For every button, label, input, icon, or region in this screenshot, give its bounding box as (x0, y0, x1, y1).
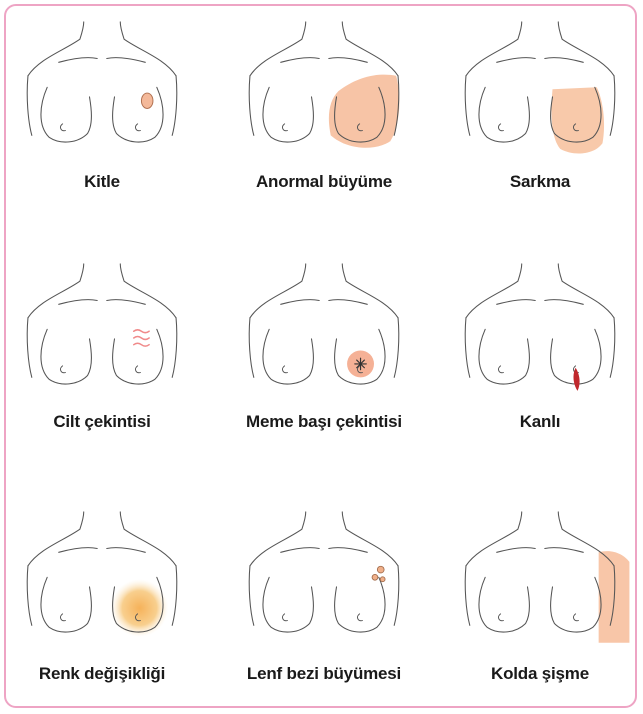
skin-retraction-marks (134, 330, 149, 346)
color-change-torso-illustration (17, 510, 187, 635)
panel-label: Anormal büyüme (224, 172, 424, 192)
panel-label: Kolda şişme (440, 664, 640, 684)
panel-color-change: Renk değişikliği (2, 510, 202, 635)
bloody-discharge-torso-illustration (455, 262, 625, 387)
lymph-node-torso-illustration (239, 510, 409, 635)
lump-mark (141, 93, 153, 108)
lump-torso-illustration (17, 20, 187, 145)
nipple-retraction-mark (355, 358, 367, 370)
panel-lymph-node: Lenf bezi büyümesi (224, 510, 424, 635)
panel-skin-retraction: Cilt çekintisi (2, 262, 202, 387)
panel-arm-swelling: Kolda şişme (440, 510, 640, 635)
nipple-retraction-torso-illustration (239, 262, 409, 387)
arm-swelling-torso-illustration (455, 510, 625, 635)
sagging-shape (551, 87, 604, 153)
panel-sagging: Sarkma (440, 20, 640, 145)
panel-label: Lenf bezi büyümesi (224, 664, 424, 684)
color-change-area (111, 579, 169, 637)
panel-label: Cilt çekintisi (2, 412, 202, 432)
panel-label: Meme başı çekintisi (224, 412, 424, 432)
panel-lump: Kitle (2, 20, 202, 145)
panel-label: Renk değişikliği (2, 664, 202, 684)
panel-label: Kitle (2, 172, 202, 192)
lymph-node-marks (372, 566, 385, 581)
panel-label: Kanlı (440, 412, 640, 432)
panel-nipple-retraction: Meme başı çekintisi (224, 262, 424, 387)
growth-shape (329, 75, 399, 148)
sagging-torso-illustration (455, 20, 625, 145)
panel-label: Sarkma (440, 172, 640, 192)
panel-bloody-discharge: Kanlı (440, 262, 640, 387)
skin-retraction-torso-illustration (17, 262, 187, 387)
panel-growth: Anormal büyüme (224, 20, 424, 145)
growth-torso-illustration (239, 20, 409, 145)
